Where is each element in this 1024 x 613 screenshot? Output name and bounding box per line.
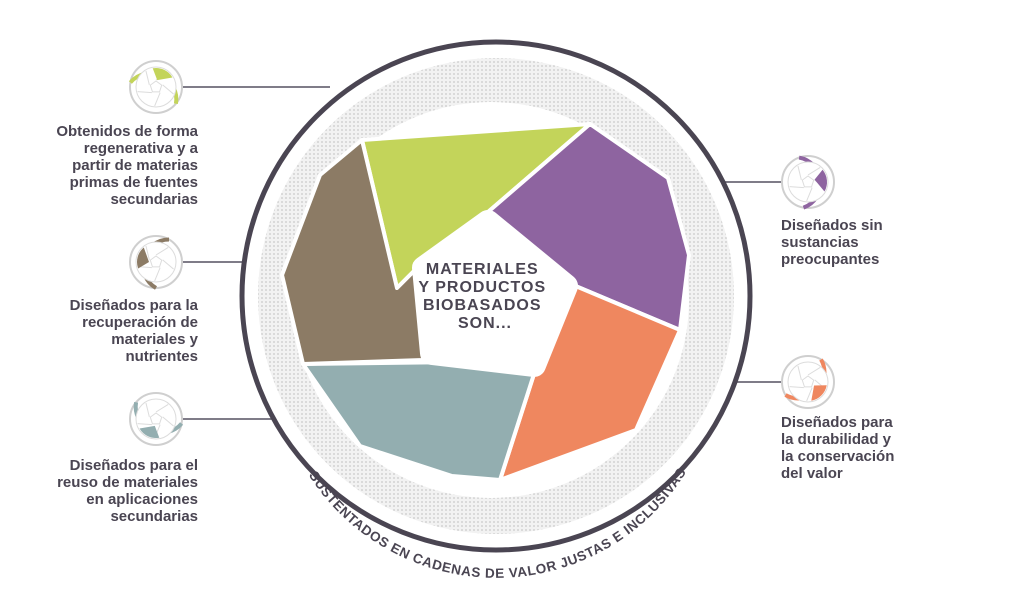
purple-segment-icon: [781, 155, 835, 210]
blue-segment-icon: [129, 392, 184, 446]
orange-segment-icon: [781, 355, 835, 409]
brown-segment-icon: [129, 235, 183, 290]
shutter-segments: [280, 122, 691, 482]
center-pentagon: [412, 210, 578, 377]
icon-badges: [128, 60, 835, 446]
center-title: MATERIALES Y PRODUCTOS BIOBASADOS SON...: [418, 261, 551, 332]
green-segment-icon: [128, 60, 183, 114]
